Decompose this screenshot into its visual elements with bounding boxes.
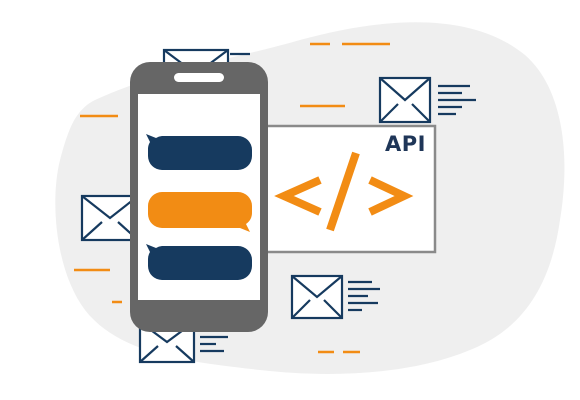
mail-icon [80,194,140,242]
chat-bubble-icon [148,192,253,232]
mail-icon [290,274,380,320]
phone-speaker [174,73,224,82]
api-label: API [385,132,426,156]
mail-icon [378,76,476,124]
chat-bubble-icon [146,134,252,170]
code-icon [274,151,414,232]
chat-bubble-icon [146,244,252,280]
orange-dash-accents [74,42,390,354]
